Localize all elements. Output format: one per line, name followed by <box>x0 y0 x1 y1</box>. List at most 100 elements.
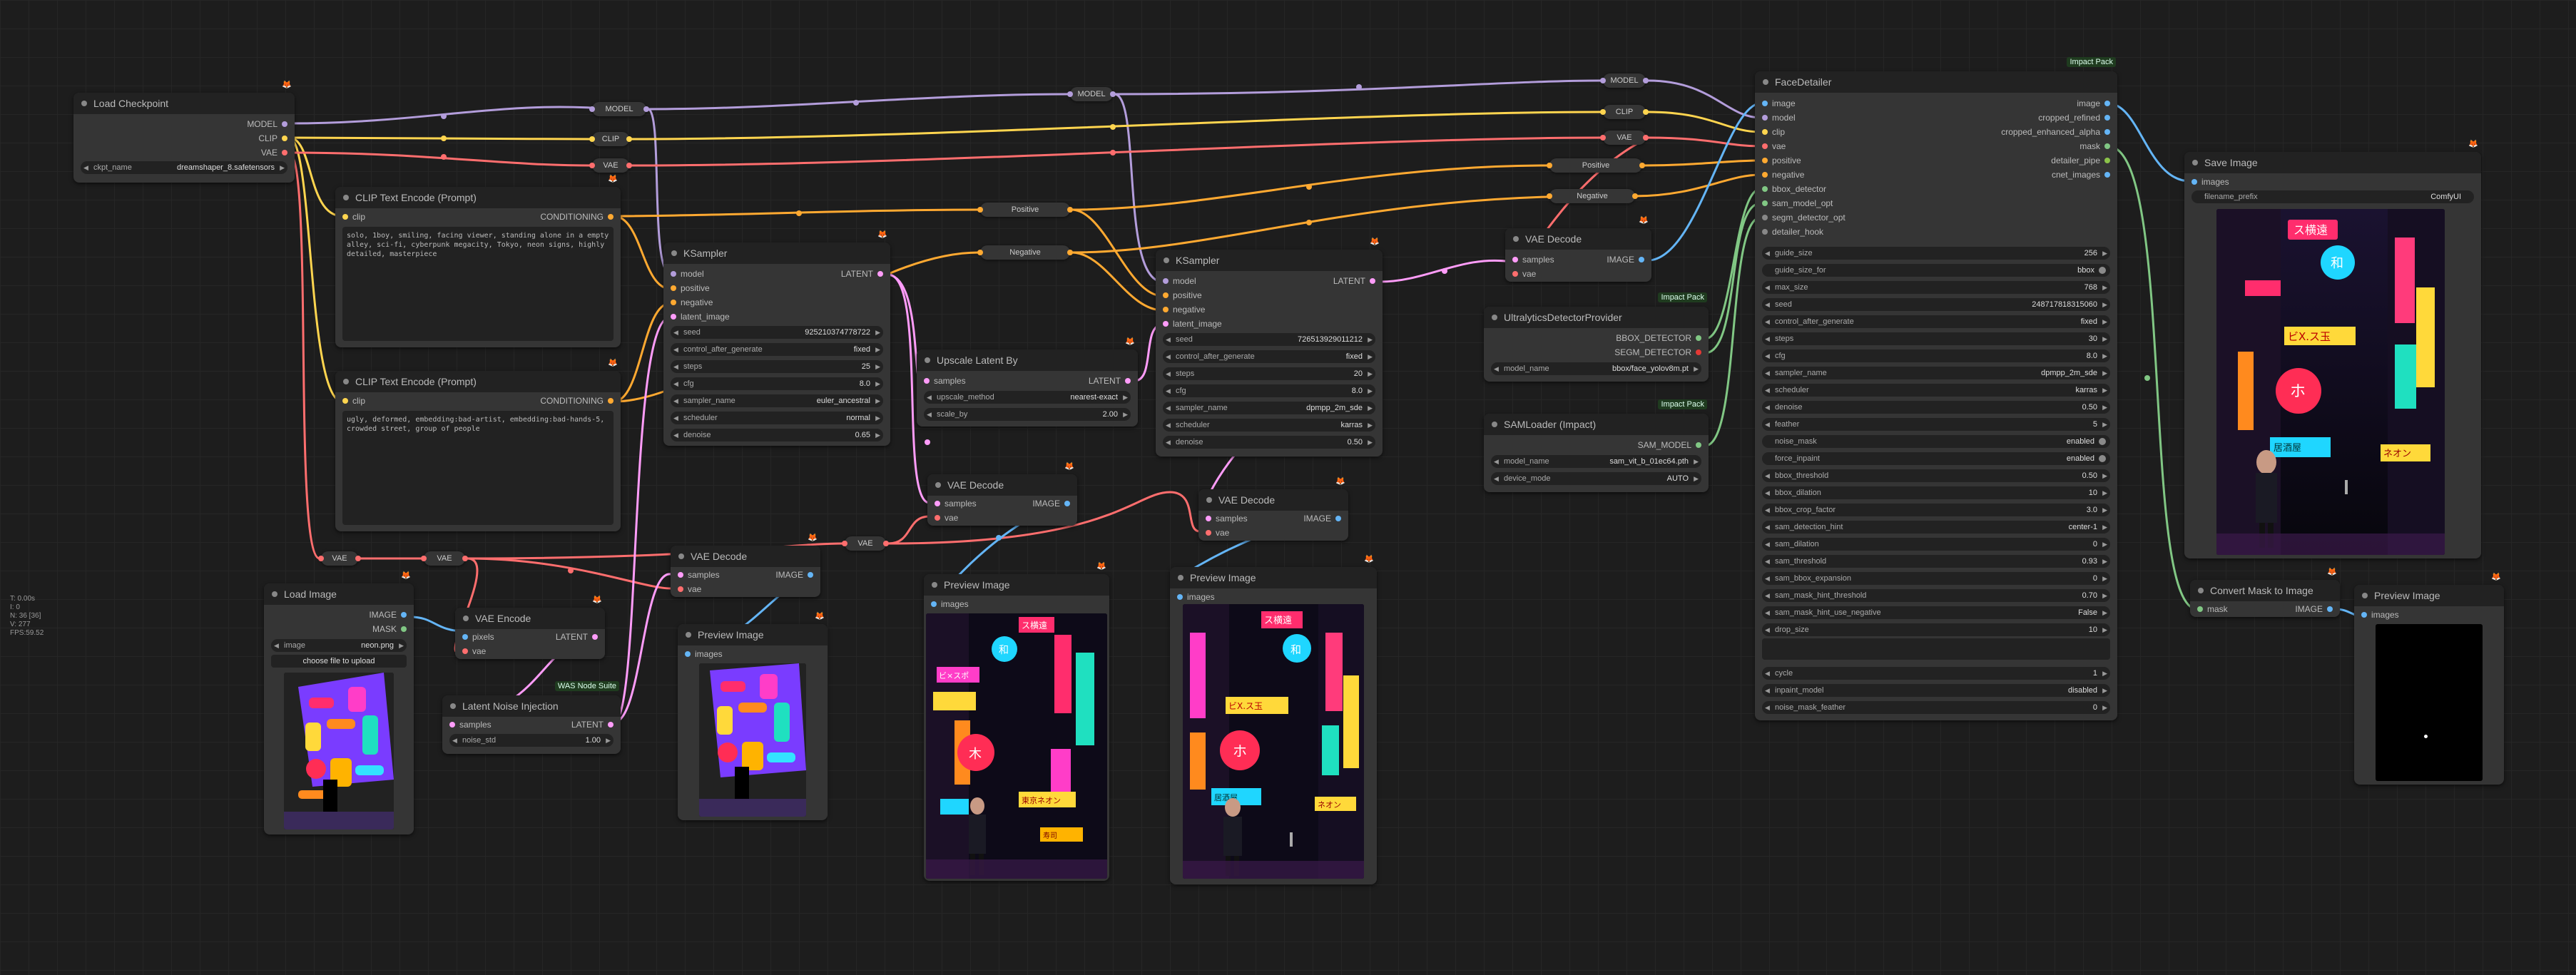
node-preview-image-mask[interactable]: 🦊 Preview Image images <box>2354 573 2504 785</box>
output-segm-detector[interactable]: SEGM_DETECTOR <box>1614 347 1701 358</box>
input-bbox-detector[interactable]: bbox_detector <box>1761 183 1826 195</box>
output-latent[interactable]: LATENT <box>1333 275 1376 287</box>
input-vae[interactable]: vae <box>1512 268 1536 280</box>
input-samples[interactable]: samples <box>678 569 720 581</box>
input-samples[interactable]: samples <box>449 719 492 730</box>
input-positive[interactable]: positive <box>1762 155 1801 166</box>
output-cnet-images[interactable]: cnet_images <box>2052 169 2111 180</box>
input-model[interactable]: model <box>1762 112 1796 123</box>
reroute-negative-2[interactable]: Negative <box>1547 189 1638 203</box>
output-detailer-pipe[interactable]: detailer_pipe <box>2051 155 2110 166</box>
input-latent-image[interactable]: latent_image <box>671 311 730 322</box>
reroute-vae-5[interactable]: VAE <box>842 536 889 551</box>
input-vae[interactable]: vae <box>1205 527 1229 538</box>
output-conditioning[interactable]: CONDITIONING <box>540 395 614 407</box>
output-image-preview[interactable]: ス横遠 和 ビX.ス玉 ホ 居酒屋 ネオン <box>2216 209 2445 555</box>
input-images[interactable]: images <box>685 648 723 660</box>
output-image[interactable]: image <box>2077 98 2110 109</box>
node-ultralytics-detector[interactable]: Impact Pack UltralyticsDetectorProvider … <box>1484 292 1709 382</box>
output-mask[interactable]: mask <box>2079 141 2110 152</box>
node-load-checkpoint[interactable]: 🦊 Load Checkpoint MODEL CLIP VAE ckpt_na… <box>73 81 295 183</box>
reroute-model-2[interactable]: MODEL <box>1067 87 1116 101</box>
reroute-vae-2[interactable]: VAE <box>1600 131 1649 145</box>
output-bbox-detector[interactable]: BBOX_DETECTOR <box>1616 332 1701 344</box>
node-vae-decode-a[interactable]: 🦊 VAE Decode samples IMAGE vae <box>671 534 820 597</box>
node-vae-decode-b[interactable]: 🦊 VAE Decode samples IMAGE vae <box>927 462 1077 526</box>
input-clip[interactable]: clip <box>1761 126 1785 138</box>
preview-2-image[interactable]: ス横遠 和 ビX.ス玉 ホ 居酒屋 ネオン <box>1183 604 1364 879</box>
reroute-clip-1[interactable]: CLIP <box>589 132 632 146</box>
input-positive[interactable]: positive <box>1163 290 1202 301</box>
output-image[interactable]: IMAGE <box>775 569 813 581</box>
input-detailer-hook[interactable]: detailer_hook <box>1761 226 1823 238</box>
mask-preview[interactable] <box>2376 624 2483 781</box>
output-mask[interactable]: MASK <box>372 623 407 635</box>
input-images[interactable]: images <box>1177 591 1215 603</box>
node-ksampler-2[interactable]: 🦊 KSampler model LATENT positive negativ… <box>1156 238 1383 456</box>
input-images[interactable]: images <box>931 598 969 610</box>
node-preview-image-2[interactable]: 🦊 Preview Image images ス横遠 和 ビX.ス玉 ホ 居酒屋… <box>1170 555 1377 884</box>
input-negative[interactable]: negative <box>1162 304 1205 315</box>
input-mask[interactable]: mask <box>2197 603 2228 615</box>
input-image[interactable]: image <box>1762 98 1796 109</box>
node-face-detailer[interactable]: Impact Pack FaceDetailer image model cli… <box>1755 57 2117 720</box>
output-cropped-enhanced-alpha[interactable]: cropped_enhanced_alpha <box>2001 126 2110 138</box>
node-vae-decode-c[interactable]: 🦊 VAE Decode samples IMAGE vae <box>1198 477 1348 541</box>
output-latent[interactable]: LATENT <box>841 268 884 280</box>
node-clip-text-encode-negative[interactable]: 🦊 CLIP Text Encode (Prompt) clip CONDITI… <box>335 359 621 531</box>
node-preview-image-small[interactable]: 🦊 Preview Image images <box>678 612 828 820</box>
input-model[interactable]: model <box>671 268 704 280</box>
node-convert-mask[interactable]: 🦊 Convert Mask to Image mask IMAGE <box>2190 568 2340 617</box>
scale-by-widget[interactable]: scale_by2.00 <box>924 408 1131 421</box>
input-negative[interactable]: negative <box>670 297 713 308</box>
input-images[interactable]: images <box>2191 176 2229 188</box>
reroute-negative-1[interactable]: Negative <box>977 245 1073 260</box>
output-sam-model[interactable]: SAM_MODEL <box>1638 439 1702 451</box>
node-latent-noise-injection[interactable]: WAS Node Suite Latent Noise Injection sa… <box>442 681 621 754</box>
reroute-vae-4[interactable]: VAE <box>421 551 468 566</box>
output-vae[interactable]: VAE <box>261 147 288 158</box>
reroute-model-3[interactable]: MODEL <box>1600 73 1649 88</box>
reroute-positive-1[interactable]: Positive <box>977 203 1073 217</box>
input-latent-image[interactable]: latent_image <box>1163 318 1222 330</box>
prompt-textarea[interactable]: solo, 1boy, smiling, facing viewer, stan… <box>342 227 614 341</box>
node-ksampler-1[interactable]: 🦊 KSampler model LATENT positive negativ… <box>663 230 890 446</box>
prompt-textarea[interactable]: ugly, deformed, embedding:bad-artist, em… <box>342 411 614 525</box>
node-clip-text-encode-positive[interactable]: 🦊 CLIP Text Encode (Prompt) clip CONDITI… <box>335 175 621 347</box>
input-samples[interactable]: samples <box>924 375 966 387</box>
output-image[interactable]: IMAGE <box>1303 513 1341 524</box>
output-image[interactable]: IMAGE <box>369 609 407 621</box>
